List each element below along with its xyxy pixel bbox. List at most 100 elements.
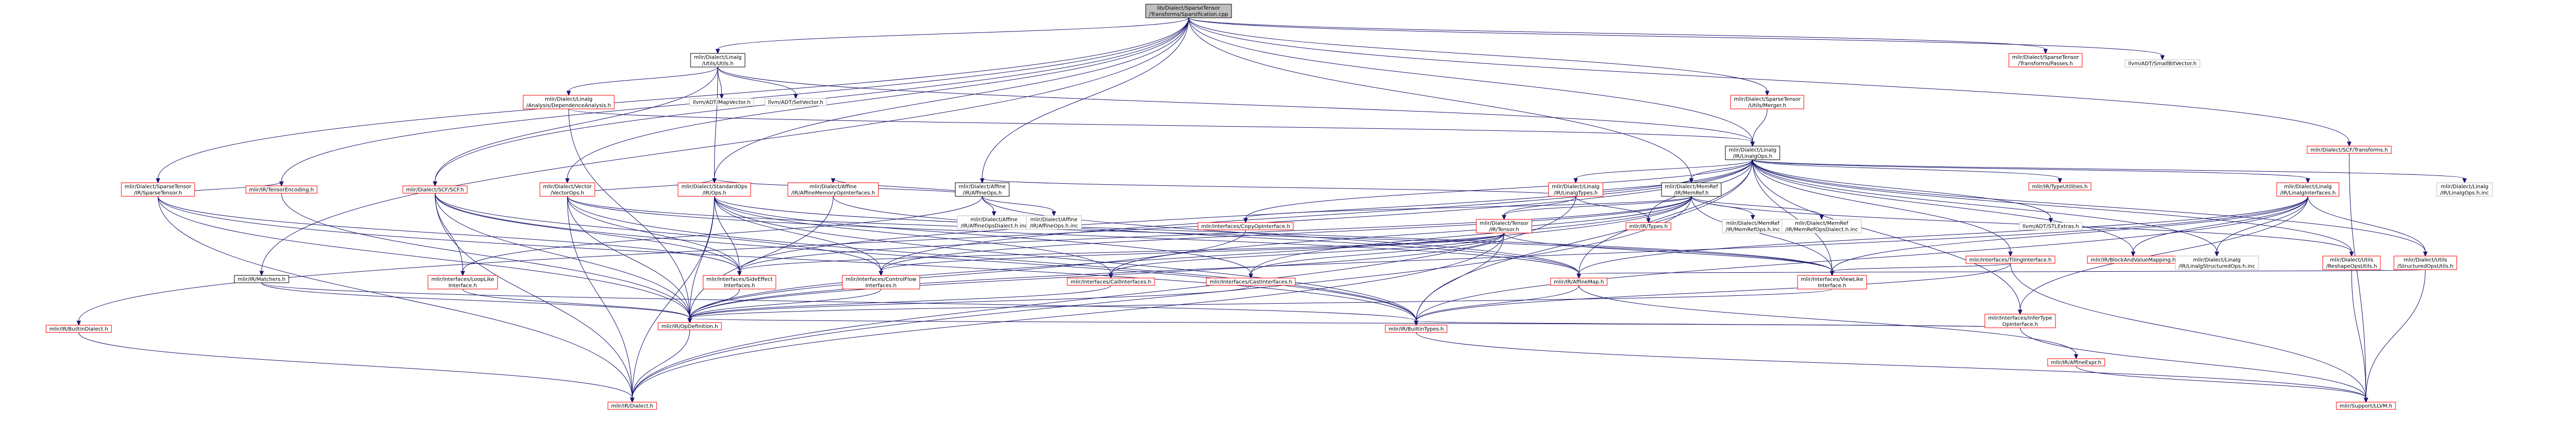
node-label: /IR/LinalgOps.h.inc: [2440, 191, 2489, 196]
node-label: Interface.h: [448, 283, 477, 289]
dependency-edge: [982, 196, 1054, 212]
dependency-arrowhead: [878, 271, 884, 276]
graph-node-affine-dialect-inc[interactable]: mlir/Dialect/Affine/IR/AffineOpsDialect.…: [957, 215, 1031, 230]
graph-node-linalg-types[interactable]: mlir/Dialect/Linalg/IR/LinalgTypes.h: [1548, 182, 1603, 197]
dependency-edge: [690, 318, 2020, 328]
graph-node-spt-passes[interactable]: mlir/Dialect/SparseTensor/Transforms/Pas…: [2008, 53, 2083, 68]
graph-node-memref-dialect-inc[interactable]: mlir/Dialect/MemRef/IR/MemRefOpsDialect.…: [1781, 219, 1862, 234]
node-box: [1385, 325, 1448, 333]
graph-node-spt-sparsetensor[interactable]: mlir/Dialect/SparseTensor/IR/SparseTenso…: [121, 182, 195, 197]
graph-node-builtin-dialect[interactable]: mlir/IR/BuiltinDialect.h: [46, 325, 112, 333]
node-label: mlir/IR/TypeUtilities.h: [2032, 184, 2087, 190]
graph-node-blockandvalue[interactable]: mlir/IR/BlockAndValueMapping.h: [2087, 256, 2179, 264]
graph-node-affine-ops-inc[interactable]: mlir/Dialect/Affine/IR/AffineOps.h.inc: [1026, 215, 1082, 230]
graph-node-std-ops[interactable]: mlir/Dialect/StandardOps/IR/Ops.h: [677, 182, 751, 197]
graph-node-linalg-interfaces[interactable]: mlir/Dialect/Linalg/IR/LinalgInterfaces.…: [2276, 182, 2340, 197]
node-box: [402, 185, 468, 194]
node-box: [1548, 182, 1603, 197]
node-label: Interfaces.h: [865, 283, 897, 289]
node-label: mlir/Interfaces/LoopLike: [431, 277, 494, 283]
dependency-edge: [714, 196, 1251, 274]
graph-node-ir-types[interactable]: mlir/IR/Types.h: [1625, 222, 1671, 230]
graph-node-reshape-utils[interactable]: mlir/Dialect/Utils/ReshapeOpsUtils.h: [2322, 256, 2381, 270]
graph-node-copy-iface[interactable]: mlir/Interfaces/CopyOpInterface.h: [1197, 222, 1294, 230]
dependency-edge: [157, 196, 690, 319]
graph-node-support-llvm[interactable]: mlir/Support/LLVM.h: [2336, 402, 2396, 410]
node-label: /IR/LinalgTypes.h: [1554, 191, 1598, 196]
dependency-edge: [1578, 196, 2308, 274]
graph-node-tiling-iface[interactable]: mlir/Interfaces/TilingInterface.h: [1965, 256, 2055, 264]
graph-node-setvector[interactable]: llvm/ADT/SetVector.h: [764, 98, 827, 106]
dependency-edge: [1575, 196, 1649, 219]
node-label: /Utils/Utils.h: [702, 61, 733, 67]
graph-node-type-utils[interactable]: mlir/IR/TypeUtilities.h: [2028, 182, 2092, 191]
node-label: /IR/MemRefOpsDialect.h.inc: [1785, 227, 1858, 233]
node-box: [2125, 59, 2200, 68]
node-label: mlir/Dialect/Vector: [543, 184, 592, 190]
graph-node-scf-transforms[interactable]: mlir/Dialect/SCF/Transforms.h: [2307, 146, 2392, 154]
graph-node-memref[interactable]: mlir/Dialect/MemRef/IR/MemRef.h: [1661, 182, 1722, 197]
node-label: mlir/Interfaces/InferType: [1988, 316, 2052, 321]
graph-node-cast-iface[interactable]: mlir/Interfaces/CastInterfaces.h: [1206, 277, 1296, 286]
dependency-arrowhead: [2349, 251, 2354, 257]
dependency-edge: [1832, 263, 2011, 272]
node-label: mlir/IR/BuiltinTypes.h: [1388, 327, 1444, 332]
graph-node-ir-dialect[interactable]: mlir/IR/Dialect.h: [607, 402, 657, 410]
graph-node-stlextras[interactable]: llvm/ADT/STLExtras.h: [2019, 222, 2083, 230]
dependency-edge: [739, 159, 1753, 272]
dependency-edge: [632, 329, 690, 398]
graph-node-scf[interactable]: mlir/Dialect/SCF/SCF.h: [402, 185, 468, 194]
node-box: [2307, 146, 2392, 154]
graph-node-linalg-ops[interactable]: mlir/Dialect/Linalg/IR/LinalgOps.h: [1725, 146, 1780, 160]
dependency-edge: [1111, 232, 1505, 274]
dependency-edge: [1691, 159, 1753, 179]
dependency-edge: [982, 196, 995, 212]
graph-node-linalg-ops-inc[interactable]: mlir/Dialect/Linalg/IR/LinalgOps.h.inc: [2436, 182, 2493, 197]
graph-node-builtin-types[interactable]: mlir/IR/BuiltinTypes.h: [1385, 325, 1448, 333]
node-box: [2047, 358, 2105, 367]
graph-node-smallbitvector[interactable]: llvm/ADT/SmallBitVector.h: [2125, 59, 2200, 68]
node-box: [1625, 222, 1671, 230]
graph-node-tensor-encoding[interactable]: mlir/IR/TensorEncoding.h: [245, 185, 318, 194]
node-box: [2336, 402, 2396, 410]
graph-node-affine-mem[interactable]: mlir/Dialect/Affine/IR/AffineMemoryOpInt…: [787, 182, 879, 197]
dependency-edge: [714, 196, 1417, 321]
dependency-arrowhead: [737, 271, 742, 276]
graph-node-dep-analysis[interactable]: mlir/Dialect/Linalg/Analysis/DependenceA…: [523, 95, 615, 109]
node-box: [764, 98, 827, 106]
graph-node-tensor[interactable]: mlir/Dialect/Tensor/IR/Tensor.h: [1476, 219, 1532, 234]
node-label: /IR/SparseTensor.h: [134, 191, 182, 196]
graph-node-mapvector[interactable]: llvm/ADT/MapVector.h: [689, 98, 754, 106]
graph-node-call-iface[interactable]: mlir/Interfaces/CallInterfaces.h: [1067, 277, 1155, 286]
dependency-edge: [2349, 153, 2366, 398]
dependency-edge: [1188, 17, 1768, 92]
graph-node-merger[interactable]: mlir/Dialect/SparseTensor/Utils/Merger.h: [1730, 95, 1804, 109]
graph-node-affine-ops[interactable]: mlir/Dialect/Affine/IR/AffineOps.h: [955, 182, 1010, 197]
node-label: mlir/Dialect/StandardOps: [681, 184, 747, 190]
graph-node-linalg-structured-inc[interactable]: mlir/Dialect/Linalg/IR/LinalgStructuredO…: [2175, 256, 2259, 270]
node-label: mlir/IR/AffineMap.h: [1554, 280, 1604, 285]
graph-node-matchers[interactable]: mlir/IR/Matchers.h: [234, 275, 289, 283]
graph-node-memref-ops-inc[interactable]: mlir/Dialect/MemRef/IR/MemRefOps.h.inc: [1722, 219, 1784, 234]
node-box: [1730, 95, 1804, 109]
node-box: [539, 182, 595, 197]
dependency-edge: [261, 282, 1417, 321]
node-box: [1550, 277, 1608, 286]
graph-node-affine-map[interactable]: mlir/IR/AffineMap.h: [1550, 277, 1608, 286]
graph-node-op-definition[interactable]: mlir/IR/OpDefinition.h: [658, 322, 722, 330]
dependency-edge: [1245, 196, 1692, 219]
dependency-arrowhead: [279, 181, 284, 187]
graph-node-structured-utils[interactable]: mlir/Dialect/Utils/StructuredOpsUtils.h: [2393, 256, 2457, 270]
dependency-edge: [982, 17, 1189, 179]
graph-node-linalg-utils[interactable]: mlir/Dialect/Linalg/Utils/Utils.h: [690, 53, 745, 68]
graph-node-affine-expr[interactable]: mlir/IR/AffineExpr.h: [2047, 358, 2105, 367]
dependency-edge: [632, 196, 715, 398]
graph-node-vector-ops[interactable]: mlir/Dialect/Vector/VectorOps.h: [539, 182, 595, 197]
dependency-edge: [632, 232, 1505, 398]
node-label: /IR/MemRefOps.h.inc: [1725, 227, 1780, 233]
